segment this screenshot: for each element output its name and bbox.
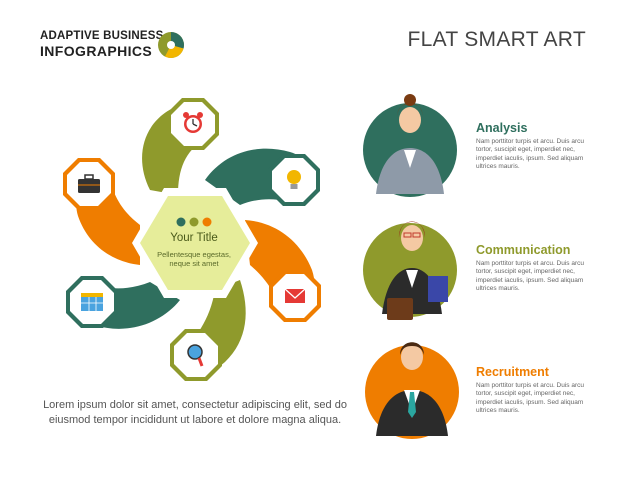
dot-teal <box>176 217 186 227</box>
brand-line2: INFOGRAPHICS <box>40 43 153 59</box>
brand-logo <box>158 32 184 58</box>
brand: ADAPTIVE BUSINESS INFOGRAPHICS <box>40 30 164 59</box>
center-hexagon-inner <box>140 196 250 290</box>
person-communication-avatar <box>363 221 457 320</box>
briefcase-icon <box>63 158 115 210</box>
person-analysis-name: Analysis <box>476 121 528 135</box>
calendar-icon <box>66 276 118 328</box>
brand-line1: ADAPTIVE BUSINESS <box>40 30 164 42</box>
lightbulb-icon <box>268 154 320 206</box>
person-analysis-avatar <box>363 94 457 197</box>
person-recruitment-desc: Nam porttitor turpis et arcu. Duis arcu … <box>476 382 585 415</box>
dot-orange <box>202 217 212 227</box>
envelope-icon <box>269 270 321 322</box>
person-analysis-desc: Nam porttitor turpis et arcu. Duis arcu … <box>476 138 585 171</box>
alarm-clock-icon <box>167 98 219 150</box>
person-communication-desc: Nam porttitor turpis et arcu. Duis arcu … <box>476 260 585 293</box>
person-communication-name: Communication <box>476 243 571 257</box>
dot-green <box>189 217 199 227</box>
person-recruitment-name: Recruitment <box>476 365 549 379</box>
page-title: FLAT SMART ART <box>407 28 586 51</box>
caption-text: Lorem ipsum dolor sit amet, consectetur … <box>43 399 347 427</box>
hub-body: Pellentesque egestas, neque sit amet <box>157 250 231 269</box>
magnifier-icon <box>170 329 222 381</box>
person-recruitment-avatar <box>365 342 459 439</box>
hub-title: Your Title <box>170 232 218 244</box>
